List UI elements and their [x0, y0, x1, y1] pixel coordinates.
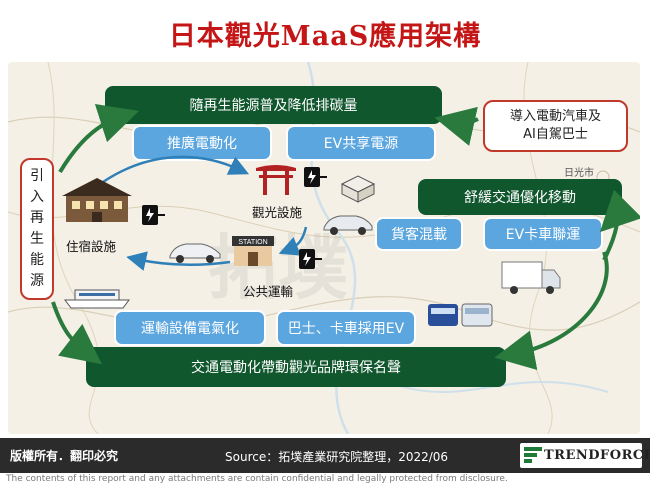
disclaimer-text: The contents of this report and any atta…: [6, 474, 508, 484]
top-bar: 隨再生能源普及降低排碳量: [105, 86, 442, 124]
arrow-left-down: [51, 301, 102, 365]
right-callout-line-2: AI自駕巴士: [523, 127, 588, 142]
ferry-boat-icon: [64, 289, 130, 309]
ev-bus-icon: [428, 303, 493, 327]
box-promote-electrification: 推廣電動化: [132, 125, 272, 161]
bottom-bar: 交通電動化帶動觀光品牌環保名聲: [86, 347, 506, 387]
transit-charger-icon: [299, 249, 322, 269]
left-callout-char-2: 入: [30, 189, 44, 205]
box-transport-electrification: 運輸設備電氣化: [114, 310, 266, 346]
diagram-canvas: 拓墣 隨再生能源普及降低排碳量 推廣電動化 EV共享電源 導入電動汽車及 AI自…: [8, 62, 640, 434]
left-callout-char-3: 再: [30, 210, 44, 226]
source-text: Source：拓墣產業研究院整理，2022/06: [225, 450, 449, 464]
box-ev-share-power: EV共享電源: [286, 125, 436, 161]
label-tourism: 觀光設施: [252, 205, 303, 220]
footer-bar: 版權所有．翻印必究 Source：拓墣產業研究院整理，2022/06 TREND…: [0, 438, 650, 473]
left-callout-char-6: 源: [30, 273, 44, 289]
ev-car-icon-right: [323, 215, 373, 235]
town-label: 日光市: [564, 168, 594, 179]
cycle-arrow-bottom: [126, 251, 231, 271]
label-lodging: 住宿設施: [66, 239, 117, 254]
arrow-right-bottom: [494, 251, 609, 370]
left-callout-char-1: 引: [30, 168, 44, 184]
right-bar: 舒緩交通優化移動: [418, 179, 622, 215]
copyright-text: 版權所有．翻印必究: [10, 449, 119, 463]
parcel-box-icon: [340, 175, 376, 203]
trendforce-logo-icon: [524, 447, 542, 463]
right-callout: 導入電動汽車及 AI自駕巴士: [483, 100, 628, 152]
arrow-top-right: [434, 106, 479, 146]
cycle-arrow-right: [278, 226, 308, 256]
left-callout: 引 入 再 生 能 源: [20, 158, 54, 300]
station-building-icon: STATION: [232, 236, 274, 266]
box-ev-truck-intermodal: EV卡車聯運: [483, 217, 603, 251]
box-bus-truck-ev: 巴士、卡車採用EV: [276, 310, 416, 346]
ev-truck-icon: [501, 261, 561, 294]
main-cycle-arrows: [51, 104, 640, 370]
watermark-text: 拓墣: [208, 227, 348, 309]
label-transit: 公共運輸: [243, 284, 294, 299]
trendforce-logo: TRENDFORCE: [520, 443, 650, 468]
left-callout-char-5: 能: [30, 252, 44, 268]
cycle-arrow-top: [102, 155, 250, 184]
arrow-right-top: [599, 189, 640, 261]
station-sign-text: STATION: [238, 239, 267, 246]
box-mixed-freight: 貨客混載: [375, 217, 463, 251]
arrow-left-up: [58, 104, 140, 174]
right-callout-line-1: 導入電動汽車及: [509, 109, 601, 124]
torii-gate-icon: [256, 165, 296, 195]
tourism-charger-icon: [304, 167, 327, 187]
left-callout-char-4: 生: [30, 231, 44, 247]
ev-car-icon-left: [169, 243, 221, 263]
trendforce-brand-text: TRENDFORCE: [544, 448, 650, 463]
lodging-building-icon: [62, 178, 132, 222]
lodging-charger-icon: [142, 205, 165, 225]
page-title: 日本觀光MaaS應用架構: [168, 21, 482, 52]
